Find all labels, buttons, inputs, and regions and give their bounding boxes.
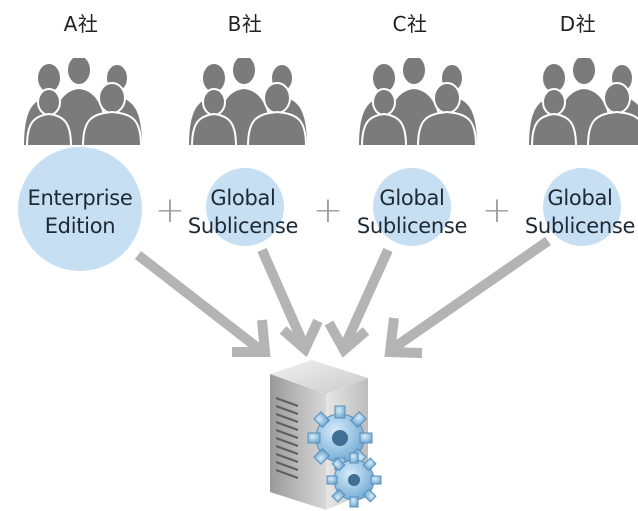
- license-circle-enterprise: [18, 147, 142, 271]
- server-with-gears-icon: [270, 360, 382, 510]
- arrow-head: [279, 318, 323, 358]
- company-label-d: D社: [559, 12, 597, 36]
- license-label-sublicense-b: Global Sublicense: [187, 184, 299, 240]
- arrow-icon: [134, 251, 262, 352]
- arrow-icon: [341, 247, 393, 346]
- people-group-icon: [186, 58, 310, 146]
- arrow-head: [384, 317, 423, 358]
- license-line2: Sublicense: [356, 214, 468, 238]
- license-circle-sublicense-c: [373, 168, 451, 246]
- plus-sign: +: [481, 190, 513, 231]
- license-label-sublicense-d: Global Sublicense: [524, 184, 636, 240]
- people-group-icon: [21, 58, 145, 146]
- arrow-icon: [257, 247, 308, 346]
- company-label-c: C社: [392, 12, 428, 36]
- license-label-enterprise: Enterprise Edition: [27, 184, 132, 240]
- plus-sign: +: [312, 190, 344, 231]
- license-line2: Sublicense: [187, 214, 299, 238]
- license-label-sublicense-c: Global Sublicense: [356, 184, 468, 240]
- license-circle-sublicense-b: [206, 168, 284, 246]
- license-line1: Enterprise: [27, 186, 133, 210]
- license-line1: Global: [210, 186, 276, 210]
- license-circle-sublicense-d: [543, 168, 621, 246]
- arrow-head: [232, 319, 271, 357]
- license-line2: Sublicense: [524, 214, 636, 238]
- people-group-icon: [526, 58, 638, 146]
- company-label-a: A社: [63, 12, 99, 36]
- license-line2: Edition: [44, 214, 116, 238]
- people-group-icon: [356, 58, 480, 146]
- license-line1: Global: [547, 186, 613, 210]
- company-label-b: B社: [227, 12, 263, 36]
- plus-sign: +: [154, 190, 186, 231]
- arrow-icon: [389, 236, 551, 354]
- license-line1: Global: [379, 186, 445, 210]
- arrow-head: [324, 320, 370, 358]
